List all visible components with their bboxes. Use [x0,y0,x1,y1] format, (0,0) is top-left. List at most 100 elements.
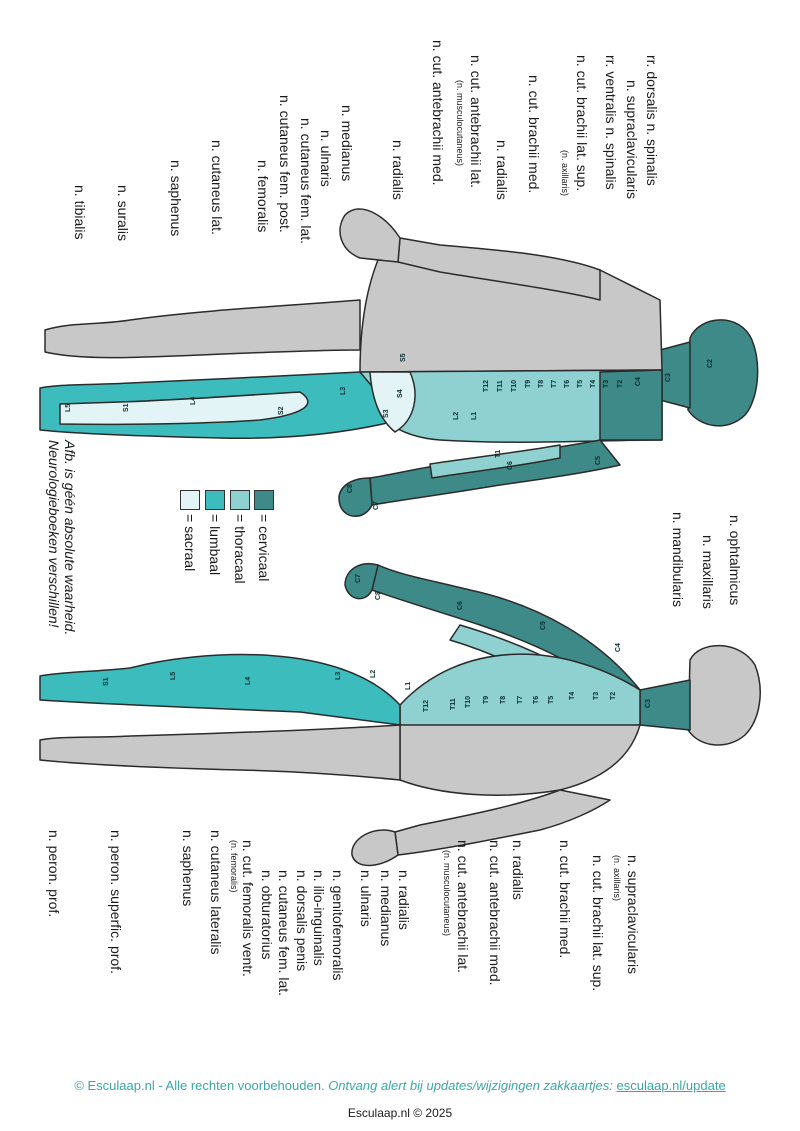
seg-label: C7 [355,574,362,583]
footer-copyright: © Esculaap.nl - Alle rechten voorbehoude… [74,1078,325,1093]
label-n-cut-antebrachii-lat-ant: n. cut. antebrachii lat. [455,840,471,974]
posterior-segment-labels: C2 C3 C4 C5 C6 C7 C8 T1 T2 T3 T4 T5 T6 T… [65,353,714,510]
disclaimer-line-2: Neurologieboeken verschillen! [46,440,62,628]
label-n-cut-femoralis-ventr: n. cut. femoralis ventr. [240,840,256,977]
seg-label: T3 [593,692,600,700]
seg-label: T5 [577,380,584,388]
seg-label: C3 [665,373,672,382]
seg-label: T10 [511,380,518,392]
label-n-radialis-post-2: n. radialis [390,140,406,200]
anterior-arm-lower [394,789,611,856]
seg-label: T12 [423,700,430,712]
label-n-suralis: n. suralis [115,185,131,242]
anterior-leg-upper [39,653,401,726]
posterior-hand-upper [339,208,401,263]
seg-label: L5 [65,404,72,412]
anterior-hand-lower [351,829,399,867]
seg-label: T2 [610,692,617,700]
seg-label: C6 [457,601,464,610]
label-n-radialis-ant-2: n. radialis [396,870,412,930]
seg-label: L1 [471,412,478,420]
legend-thoracaal: = thoracaal [230,490,250,584]
seg-label: L4 [245,677,252,685]
label-n-tibialis: n. tibialis [72,185,88,240]
label-n-mandibularis: n. mandibularis [670,512,686,607]
seg-label: L1 [405,682,412,690]
label-n-peron-superfic-prof: n. peron. superfic. prof. [108,830,124,974]
label-n-cut-antebrachii-lat-ant-sub: (n. musculocutaneus) [442,850,452,937]
seg-label: T3 [603,380,610,388]
label-n-cut-antebrachii-med-ant: n. cut. antebrachii med. [487,840,503,986]
label-n-cut-antebrachii-med: n. cut. antebrachii med. [430,40,446,186]
seg-label: L2 [453,412,460,420]
anterior-segment-labels: C3 C4 C5 C6 C7 C8 T2 T3 T4 T5 T6 T7 T8 T… [103,574,652,712]
label-n-peron-prof: n. peron. prof. [46,830,62,918]
label-n-saphenus-ant: n. saphenus [180,830,196,907]
label-n-saphenus-post: n. saphenus [168,160,184,237]
seg-label: T4 [590,380,597,388]
swatch-sacraal [180,490,200,510]
seg-label: T11 [497,380,504,392]
seg-label: S3 [383,409,390,418]
seg-label: T8 [500,696,507,704]
seg-label: C8 [375,591,382,600]
label-n-cut-brachii-med-ant: n. cut. brachii med. [557,840,573,959]
disclaimer-line-1: Afb. is géén absolute waarheid. [62,440,78,636]
label-n-cut-brachii-lat-sup-sub: (n. axillaris) [560,150,570,197]
label-n-dorsalis-penis: n. dorsalis penis [294,870,310,972]
legend-cervicaal-label: = cervicaal [256,514,272,582]
seg-label: C5 [595,456,602,465]
label-n-cutaneus-fem-lat-post: n. cutaneus fem. lat. [298,118,314,245]
seg-label: S2 [278,406,285,415]
seg-label: L3 [340,387,347,395]
label-n-cut-brachii-lat-sup: n. cut. brachii lat. sup. [574,55,590,192]
label-n-cut-brachii-lat-sup-ant: n. cut. brachii lat. sup. [590,855,606,992]
footer-notice: © Esculaap.nl - Alle rechten voorbehoude… [0,1078,800,1093]
label-rr-dorsalis-n-spinalis: rr. dorsalis n. spinalis [644,55,660,186]
label-n-cutaneus-lat-post: n. cutaneus lat. [209,140,225,235]
posterior-head [687,319,759,427]
label-n-radialis-ant-1: n. radialis [510,840,526,900]
anterior-head [687,644,761,746]
label-n-radialis-post-1: n. radialis [494,140,510,200]
label-n-cut-antebrachii-lat-sub: (n. musculocutaneus) [455,80,465,167]
swatch-thoracaal [230,490,250,510]
seg-label: T8 [538,380,545,388]
seg-label: T1 [495,450,502,458]
seg-label: L5 [170,672,177,680]
footer-update-link[interactable]: esculaap.nl/update [616,1078,726,1093]
seg-label: T6 [564,380,571,388]
seg-label: T6 [533,696,540,704]
legend-lumbaal-label: = lumbaal [207,514,223,576]
seg-label: C4 [635,377,642,386]
seg-label: T9 [483,696,490,704]
legend-sacraal: = sacraal [180,490,200,571]
seg-label: T9 [525,380,532,388]
label-n-femoralis: n. femoralis [255,160,271,233]
legend-lumbaal: = lumbaal [205,490,225,575]
seg-label: S4 [397,389,404,398]
seg-label: T2 [617,380,624,388]
label-n-cut-antebrachii-lat: n. cut. antebrachii lat. [468,55,484,189]
seg-label: S5 [400,353,407,362]
seg-label: T4 [569,692,576,700]
label-n-genitofemoralis: n. genitofemoralis [330,870,346,981]
label-n-ilio-inguinalis: n. ilio-inguinalis [311,870,327,966]
dermatome-figures: C2 C3 C4 C5 C6 C7 C8 T1 T2 T3 T4 T5 T6 T… [39,208,761,867]
label-n-cutaneus-fem-lat-ant: n. cutaneus fem. lat. [276,870,292,997]
label-n-medianus-post: n. medianus [339,105,355,182]
posterior-sacral-zone [369,371,416,433]
label-n-cut-brachii-lat-sup-ant-sub: (n. axillaris) [612,855,622,902]
label-n-medianus-ant: n. medianus [378,870,394,947]
posterior-arm-lower-inner [429,444,561,479]
posterior-figure [39,208,759,517]
seg-label: T7 [517,696,524,704]
label-n-obturatorius: n. obturatorius [259,870,275,960]
seg-label: L3 [335,672,342,680]
seg-label: L4 [190,397,197,405]
seg-label: T12 [483,380,490,392]
posterior-arm-lower [369,439,621,506]
posterior-leg-upper [44,299,361,359]
seg-label: C2 [707,359,714,368]
seg-label: C8 [347,484,354,493]
